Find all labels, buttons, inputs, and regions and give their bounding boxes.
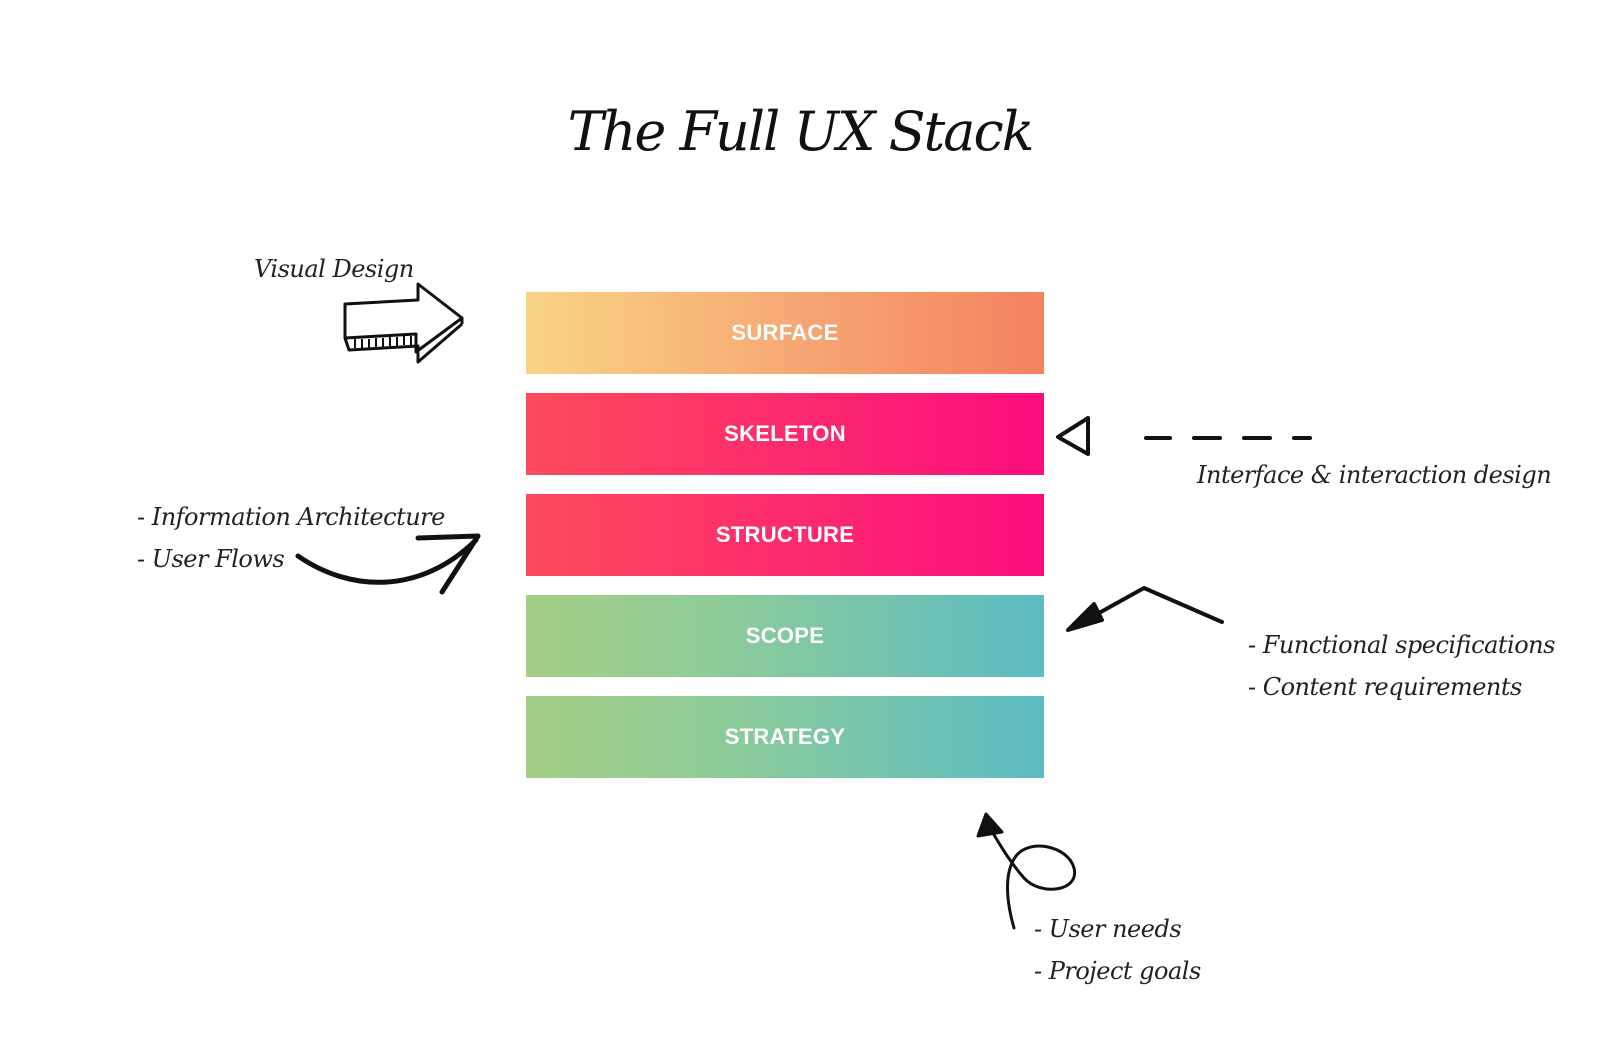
note-structure: - Information Architecture - User Flows — [137, 496, 445, 580]
note-information-architecture: - Information Architecture — [137, 503, 445, 531]
layer-skeleton: SKELETON — [526, 393, 1044, 475]
note-user-needs: - User needs — [1034, 915, 1182, 943]
block-arrow-icon — [343, 282, 464, 364]
note-interface-design-line: Interface & interaction design — [1197, 461, 1552, 489]
layer-strategy-label: STRATEGY — [724, 724, 846, 749]
note-project-goals: - Project goals — [1034, 957, 1201, 985]
layer-structure-label: STRUCTURE — [715, 522, 855, 547]
note-strategy: - User needs - Project goals — [1034, 908, 1201, 992]
layer-structure: STRUCTURE — [526, 494, 1044, 576]
note-scope: - Functional specifications - Content re… — [1248, 624, 1555, 708]
angled-arrow-icon — [1066, 586, 1224, 632]
triangle-arrow-icon — [1056, 416, 1312, 456]
layer-strategy: STRATEGY — [526, 696, 1044, 778]
layer-skeleton-label: SKELETON — [724, 421, 846, 446]
note-content-requirements: - Content requirements — [1248, 673, 1522, 701]
note-interface-design: Interface & interaction design — [1197, 454, 1552, 496]
diagram-title: The Full UX Stack — [567, 100, 1035, 163]
layer-surface-label: SURFACE — [731, 320, 839, 345]
note-user-flows: - User Flows — [137, 545, 285, 573]
note-functional-specifications: - Functional specifications — [1248, 631, 1555, 659]
layer-surface: SURFACE — [526, 292, 1044, 374]
note-visual-design-line: Visual Design — [254, 255, 414, 283]
layer-scope-label: SCOPE — [745, 623, 825, 648]
layer-scope: SCOPE — [526, 595, 1044, 677]
note-visual-design: Visual Design — [254, 248, 414, 290]
